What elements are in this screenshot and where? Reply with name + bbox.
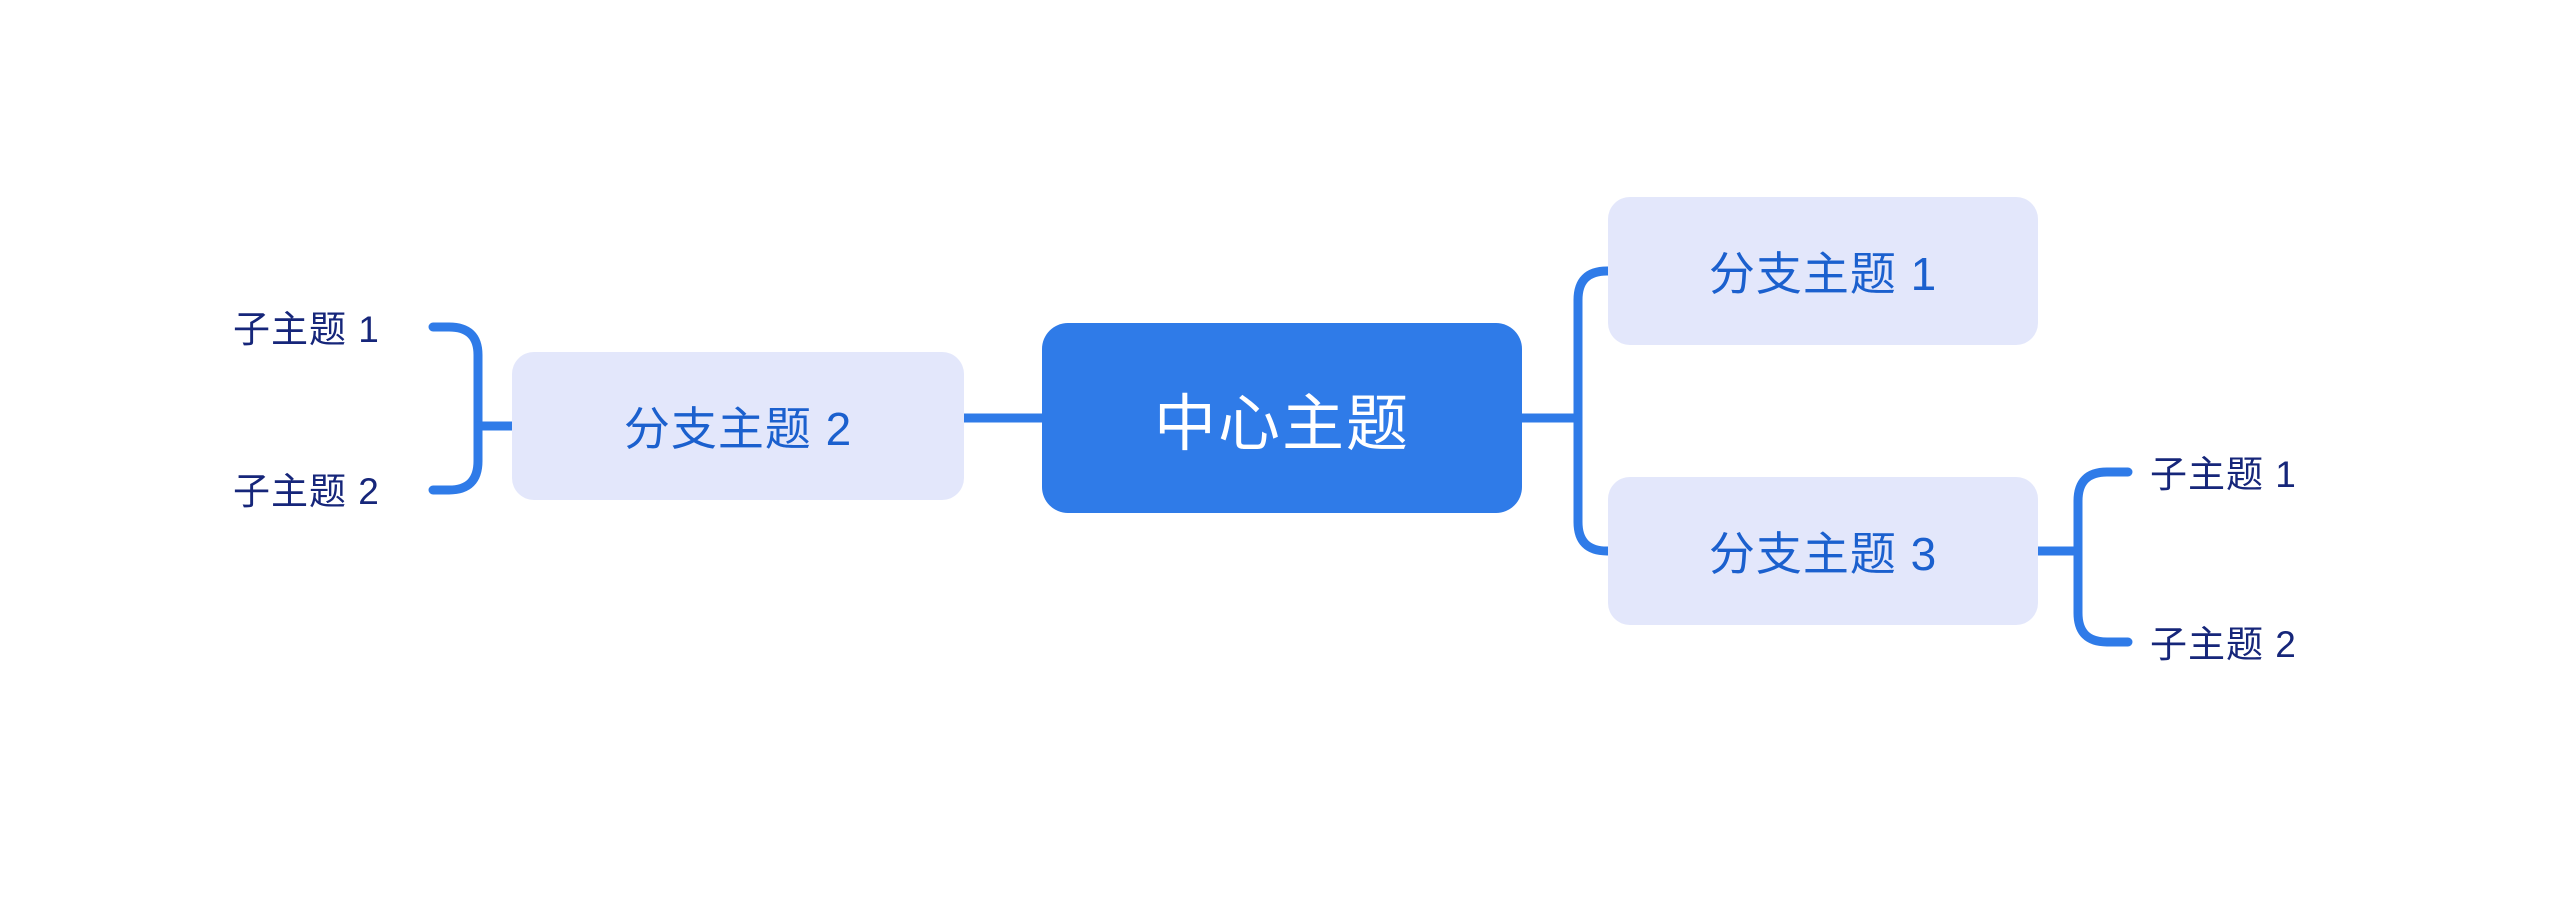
subtopic-right-1-label: 子主题 1 bbox=[2150, 454, 2297, 495]
connector-branch3-to-sub1 bbox=[2073, 467, 2133, 556]
subtopic-left-2-label: 子主题 2 bbox=[233, 471, 380, 512]
subtopic-right-2-label: 子主题 2 bbox=[2150, 624, 2297, 665]
connector-center-to-branch1 bbox=[1573, 266, 1617, 423]
branch-topic-2-node[interactable]: 分支主题 2 bbox=[512, 352, 964, 500]
branch-topic-1-label: 分支主题 1 bbox=[1708, 248, 1938, 300]
connector-branch2-to-sub2 bbox=[428, 421, 483, 495]
subtopic-right-2-node[interactable]: 子主题 2 bbox=[2150, 615, 2350, 667]
subtopic-right-1-node[interactable]: 子主题 1 bbox=[2150, 445, 2350, 497]
subtopic-left-1-label: 子主题 1 bbox=[233, 309, 380, 350]
central-topic-label: 中心主题 bbox=[1153, 390, 1410, 459]
branch-topic-2-label: 分支主题 2 bbox=[623, 403, 853, 455]
connector-branch2-to-sub1 bbox=[428, 322, 483, 431]
subtopic-left-1-node[interactable]: 子主题 1 bbox=[233, 300, 433, 352]
branch-topic-3-label: 分支主题 3 bbox=[1708, 528, 1938, 580]
subtopic-left-2-node[interactable]: 子主题 2 bbox=[233, 462, 433, 514]
branch-topic-1-node[interactable]: 分支主题 1 bbox=[1608, 197, 2038, 345]
branch-topic-3-node[interactable]: 分支主题 3 bbox=[1608, 477, 2038, 625]
connector-branch3-to-sub2 bbox=[2073, 546, 2133, 647]
central-topic-node[interactable]: 中心主题 bbox=[1042, 323, 1522, 513]
connector-center-to-branch3 bbox=[1573, 413, 1617, 556]
